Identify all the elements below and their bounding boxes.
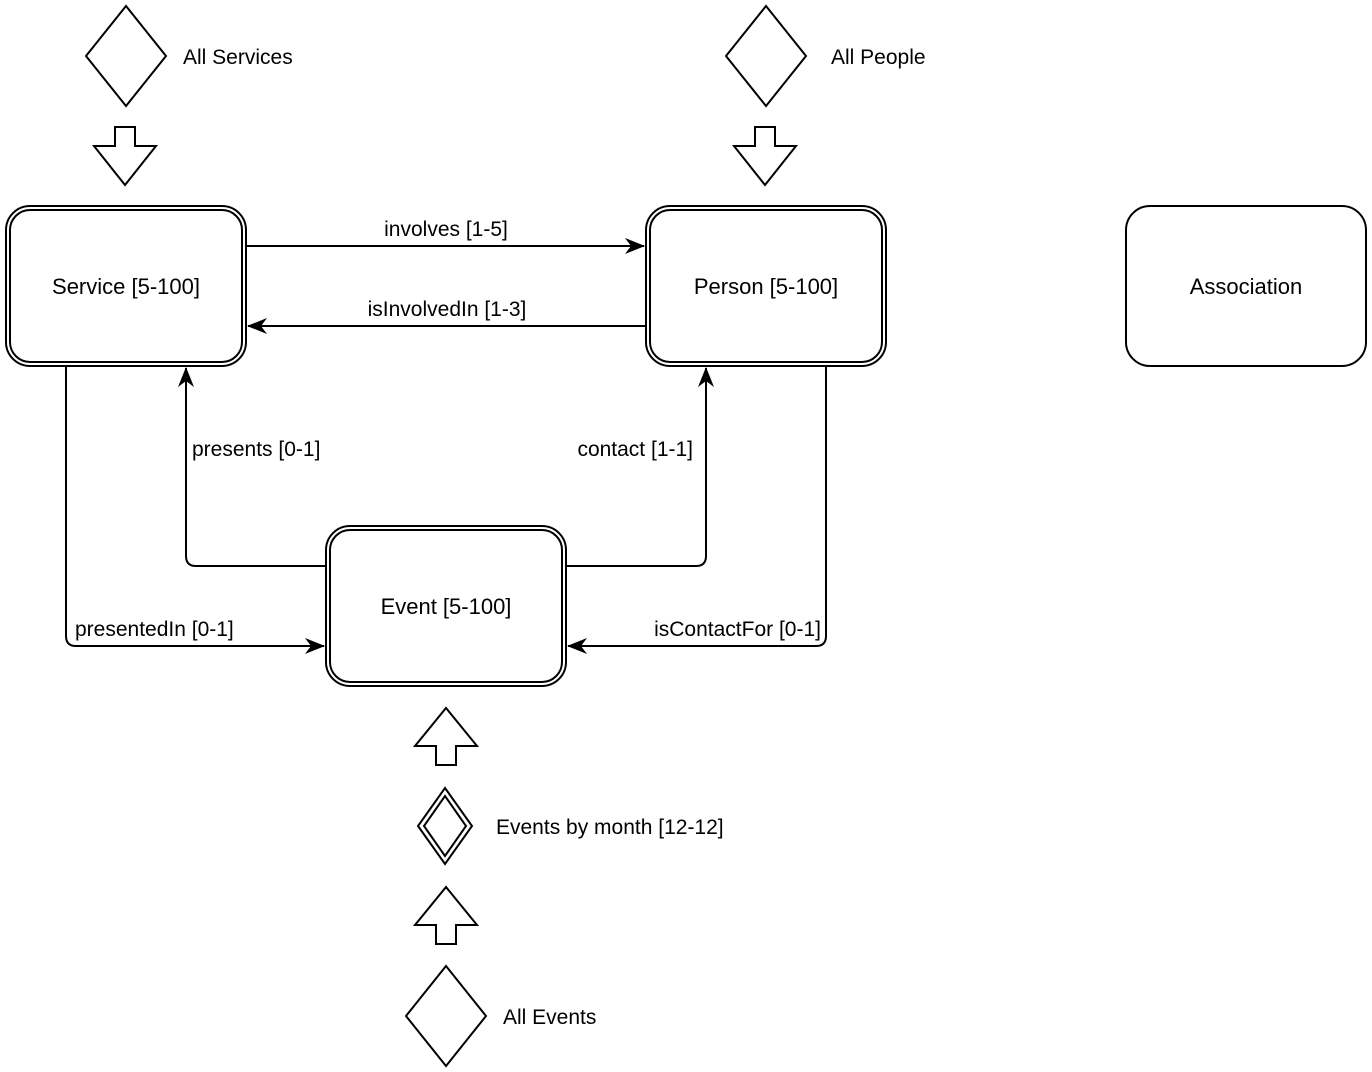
edge-presented-in[interactable]: presentedIn [0-1]	[65, 366, 325, 654]
edge-presented-in-label: presentedIn [0-1]	[75, 618, 234, 641]
edge-contact[interactable]: contact [1-1]	[566, 367, 714, 567]
edge-involves-label: involves [1-5]	[384, 218, 508, 241]
down-arrow-icon	[91, 126, 159, 187]
edge-contact-label: contact [1-1]	[577, 438, 693, 461]
association-node[interactable]: Association	[1125, 205, 1367, 367]
all-people-label: All People	[831, 46, 926, 69]
all-events-source[interactable]: All Events	[404, 964, 596, 1068]
all-people-diamond-icon	[724, 4, 808, 108]
edge-is-contact-for[interactable]: isContactFor [0-1]	[567, 366, 827, 654]
service-node[interactable]: Service [5-100]	[5, 205, 247, 367]
all-services-source[interactable]: All Services	[84, 4, 293, 108]
person-node-label: Person [5-100]	[694, 274, 838, 299]
events-by-month-source[interactable]: Events by month [12-12]	[416, 786, 724, 866]
edge-is-involved-in[interactable]: isInvolvedIn [1-3]	[247, 298, 646, 334]
edge-involves[interactable]: involves [1-5]	[246, 218, 645, 254]
association-node-label: Association	[1190, 274, 1303, 299]
up-arrow-icon	[412, 706, 480, 766]
person-node[interactable]: Person [5-100]	[645, 205, 887, 367]
events-by-month-diamond-icon	[416, 786, 474, 866]
down-arrow-icon	[731, 126, 799, 187]
all-events-label: All Events	[503, 1006, 596, 1029]
edge-is-contact-for-label: isContactFor [0-1]	[654, 618, 821, 641]
up-arrow-icon	[412, 885, 480, 945]
edge-is-involved-in-label: isInvolvedIn [1-3]	[368, 298, 527, 321]
edge-presents-label: presents [0-1]	[192, 438, 320, 461]
service-node-label: Service [5-100]	[52, 274, 200, 299]
all-services-label: All Services	[183, 46, 293, 69]
all-events-diamond-icon	[404, 964, 488, 1068]
events-by-month-diamond-inner	[422, 794, 468, 858]
all-people-source[interactable]: All People	[724, 4, 926, 108]
edge-presents[interactable]: presents [0-1]	[178, 367, 326, 567]
events-by-month-label: Events by month [12-12]	[496, 816, 724, 839]
event-node-label: Event [5-100]	[381, 594, 512, 619]
event-node[interactable]: Event [5-100]	[325, 525, 567, 687]
all-services-diamond-icon	[84, 4, 168, 108]
